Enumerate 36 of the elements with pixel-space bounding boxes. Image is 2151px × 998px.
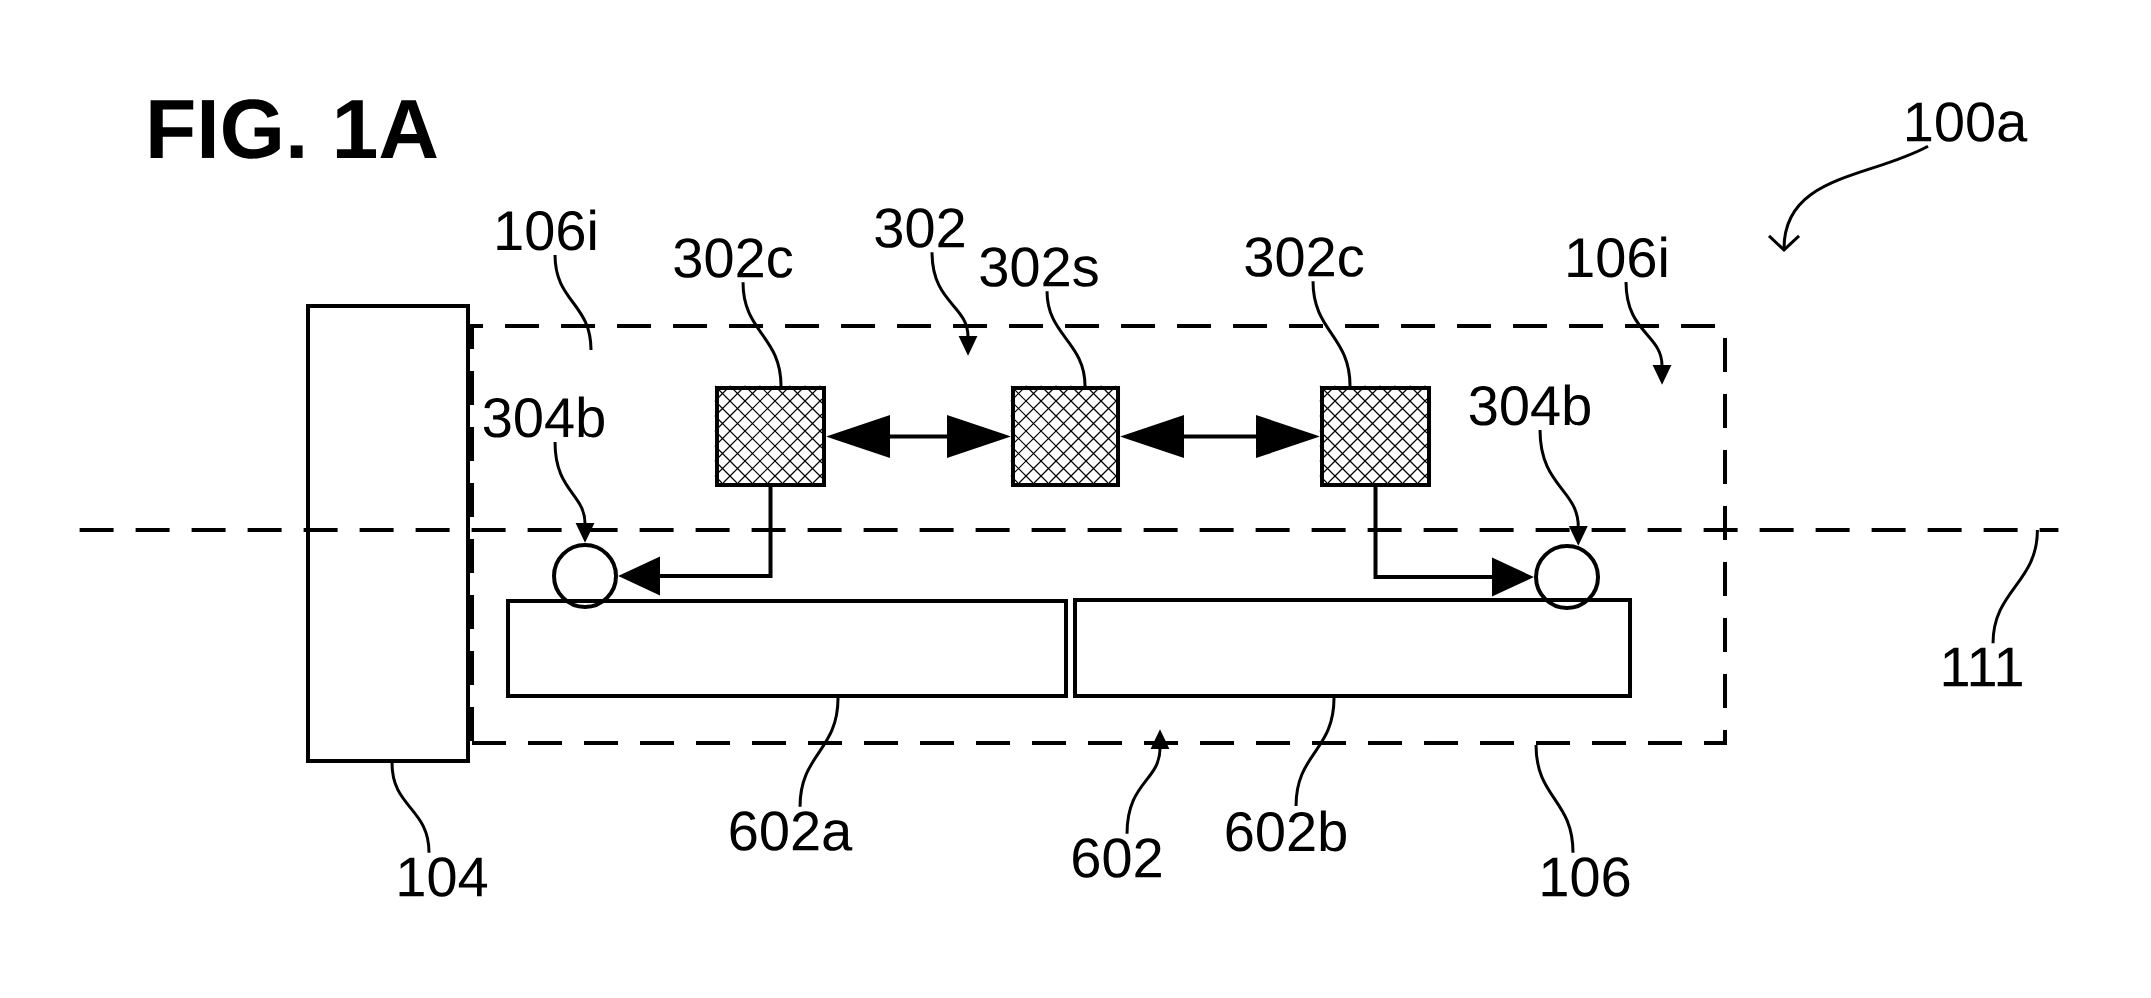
hatched-square [1319,385,1431,487]
leader-line [390,762,431,853]
reference-numeral: 111 [1943,647,2022,687]
leader-line [741,282,783,387]
reference-numeral: 602b [1226,810,1346,852]
leader-arrow [1768,144,1929,252]
leader-line [1045,291,1087,387]
reference-numeral: 302s [980,247,1098,287]
hatched-square [1010,385,1120,487]
reference-numeral: 104 [399,857,488,897]
circle [552,543,618,609]
bar [1073,598,1632,698]
reference-numeral: 106i [497,209,596,251]
reference-numeral: 106 [1542,857,1630,897]
circle [1534,544,1600,610]
reference-numeral: 304b [1469,384,1590,426]
leader-line [1991,529,2039,644]
rectangle-block [306,304,470,763]
reference-numeral: 302c [674,238,793,278]
reference-numeral: 106i [1568,236,1667,278]
leader-line [1534,744,1575,853]
reference-numeral: 302c [1245,237,1364,277]
leader-line [1294,697,1336,807]
dashed-axis-line [79,528,2059,532]
reference-numeral: 302 [875,208,964,248]
dashed-rectangle [470,324,1727,745]
bar [506,599,1068,698]
reference-numeral: 304b [483,396,604,438]
leader-line [1311,281,1352,387]
hatched-square [714,385,826,487]
reference-numeral: 602 [1073,838,1161,878]
reference-numeral: 602a [730,811,853,851]
figure-title: FIG. 1A [150,99,437,159]
reference-numeral: 100a [1907,102,2028,142]
leader-line [553,254,593,351]
leader-line [798,697,840,807]
